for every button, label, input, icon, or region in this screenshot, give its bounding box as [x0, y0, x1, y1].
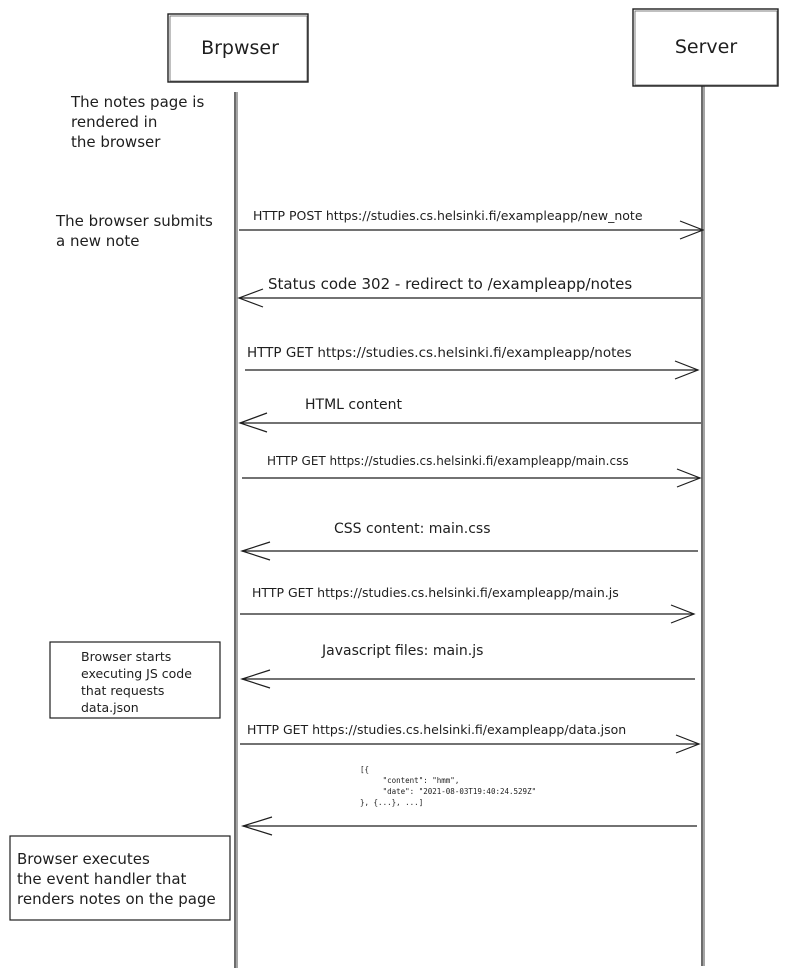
lifeline-server: [701, 86, 705, 966]
message-label: HTTP GET https://studies.cs.helsinki.fi/…: [252, 585, 619, 600]
message-label: HTTP POST https://studies.cs.helsinki.fi…: [253, 208, 643, 223]
message-label: HTTP GET https://studies.cs.helsinki.fi/…: [247, 345, 632, 361]
note-box-executes: [9, 835, 231, 921]
message-get-main-js: HTTP GET https://studies.cs.helsinki.fi/…: [240, 585, 696, 624]
participant-server-label: Server: [675, 36, 737, 58]
message-post-new-note: HTTP POST https://studies.cs.helsinki.fi…: [239, 208, 705, 240]
participant-browser: Brpwser: [167, 13, 309, 83]
message-label: Javascript files: main.js: [321, 643, 483, 659]
message-get-notes: HTTP GET https://studies.cs.helsinki.fi/…: [245, 345, 700, 380]
note-browser-starts-js: Browser starts executing JS code that re…: [81, 649, 192, 715]
json-response-body: [{ "content": "hmm", "date": "2021-08-03…: [360, 765, 537, 807]
message-html-content: HTML content: [238, 397, 701, 433]
message-label: HTTP GET https://studies.cs.helsinki.fi/…: [267, 454, 629, 468]
message-label: CSS content: main.css: [334, 521, 490, 537]
message-label: Status code 302 - redirect to /exampleap…: [268, 275, 632, 293]
messages: HTTP POST https://studies.cs.helsinki.fi…: [237, 208, 705, 836]
participant-server: Server: [632, 8, 779, 87]
note-page-rendered: The notes page is rendered in the browse…: [71, 93, 205, 151]
message-label: HTTP GET https://studies.cs.helsinki.fi/…: [247, 722, 626, 737]
message-javascript-files: Javascript files: main.js: [240, 643, 695, 689]
message-label: HTML content: [305, 397, 403, 413]
note-browser-executes: Browser executes the event handler that …: [17, 850, 216, 908]
lifeline-browser: [234, 92, 238, 968]
participant-browser-label: Brpwser: [201, 37, 279, 59]
message-status-302: Status code 302 - redirect to /exampleap…: [237, 275, 701, 308]
message-json-response: [240, 816, 697, 836]
message-css-content: CSS content: main.css: [240, 521, 698, 561]
note-browser-submits: The browser submits a new note: [56, 212, 213, 250]
message-get-main-css: HTTP GET https://studies.cs.helsinki.fi/…: [242, 454, 702, 488]
note-box-js: [49, 641, 221, 719]
message-get-data-json: HTTP GET https://studies.cs.helsinki.fi/…: [240, 722, 701, 754]
